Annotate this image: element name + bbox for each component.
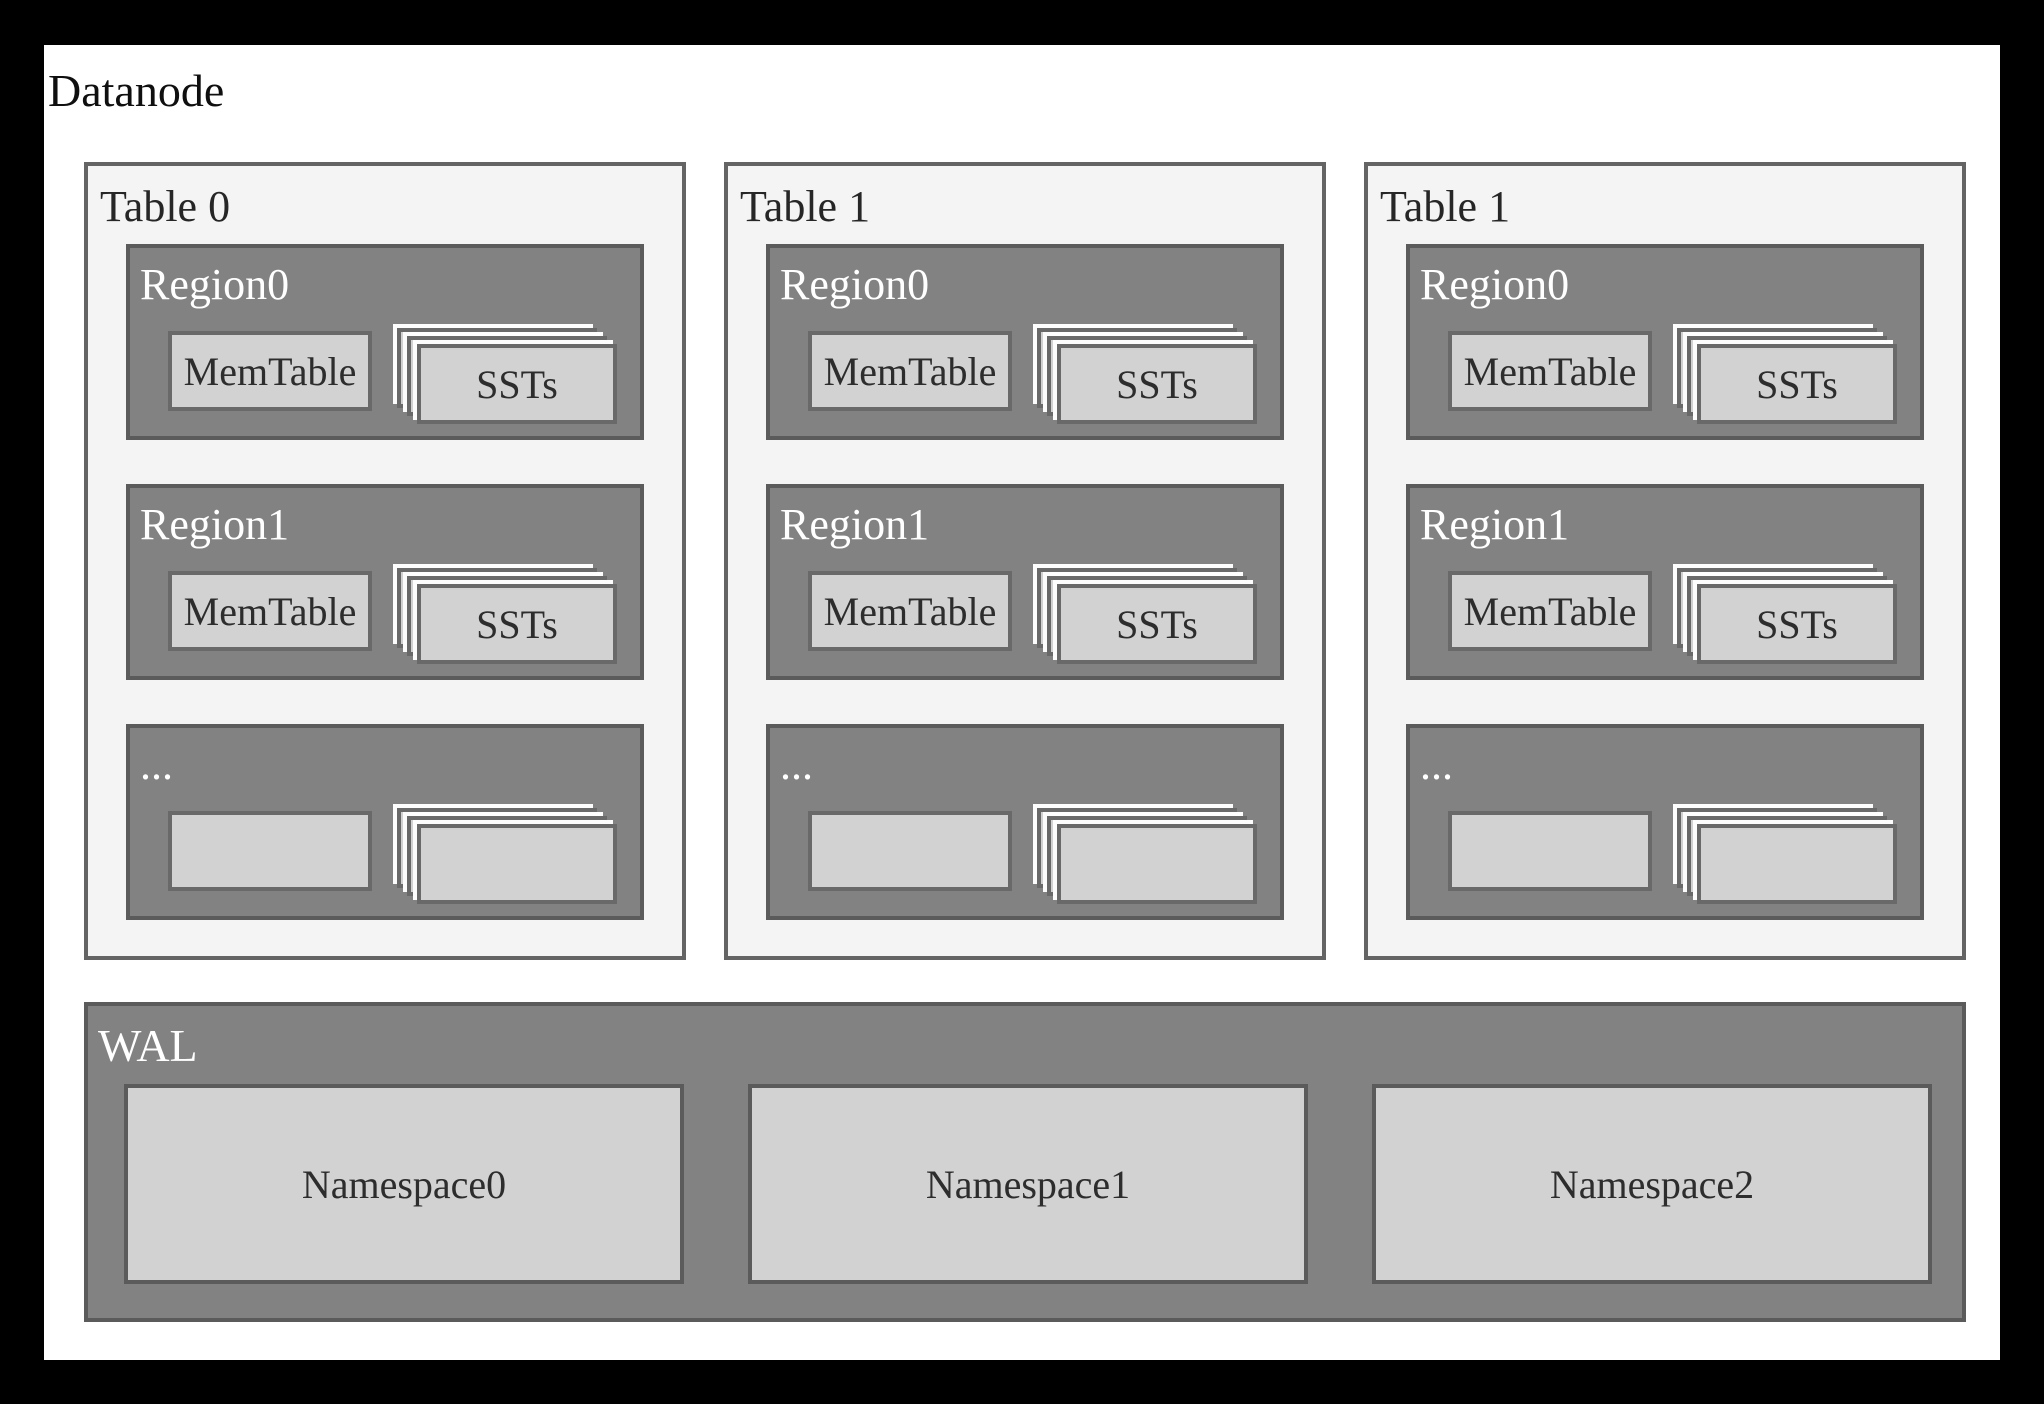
namespace-box: Namespace1: [748, 1084, 1308, 1284]
ssts-stack: SSTs: [1037, 568, 1258, 666]
ssts-box: SSTs: [1697, 584, 1897, 664]
memtable-box: MemTable: [1448, 331, 1652, 411]
region-box: Region0 MemTable SSTs: [766, 244, 1284, 440]
table-box: Table 0 Region0 MemTable SSTs Region1 Me…: [84, 162, 686, 960]
ssts-stack: SSTs: [1037, 328, 1258, 426]
region-box: ...: [1406, 724, 1924, 920]
table-box: Table 1 Region0 MemTable SSTs Region1 Me…: [724, 162, 1326, 960]
namespace-box: Namespace0: [124, 1084, 684, 1284]
ssts-stack: [1677, 808, 1898, 906]
ssts-stack: SSTs: [1677, 568, 1898, 666]
region-box: Region0 MemTable SSTs: [126, 244, 644, 440]
memtable-box: MemTable: [1448, 571, 1652, 651]
memtable-box: MemTable: [168, 571, 372, 651]
region-box: Region1 MemTable SSTs: [126, 484, 644, 680]
region-box: Region0 MemTable SSTs: [1406, 244, 1924, 440]
region-box: Region1 MemTable SSTs: [766, 484, 1284, 680]
ssts-stack: [397, 808, 618, 906]
region-label: Region0: [780, 260, 930, 309]
ssts-stack: SSTs: [397, 568, 618, 666]
ssts-box: SSTs: [1697, 344, 1897, 424]
ssts-box: SSTs: [417, 344, 617, 424]
namespace-box: Namespace2: [1372, 1084, 1932, 1284]
region-label: ...: [780, 740, 813, 789]
ssts-stack: [1037, 808, 1258, 906]
memtable-box: MemTable: [168, 331, 372, 411]
memtable-box: MemTable: [808, 331, 1012, 411]
ssts-box: SSTs: [417, 584, 617, 664]
table-box: Table 1 Region0 MemTable SSTs Region1 Me…: [1364, 162, 1966, 960]
memtable-box: [808, 811, 1012, 891]
region-label: ...: [140, 740, 173, 789]
ssts-box: SSTs: [1057, 584, 1257, 664]
region-label: ...: [1420, 740, 1453, 789]
wal-namespaces-row: Namespace0 Namespace1 Namespace2: [124, 1084, 1932, 1284]
memtable-box: [1448, 811, 1652, 891]
region-label: Region1: [140, 500, 290, 549]
page-title: Datanode: [48, 65, 225, 116]
wal-panel: WAL Namespace0 Namespace1 Namespace2: [84, 1002, 1966, 1322]
ssts-stack: SSTs: [397, 328, 618, 426]
ssts-box: [1057, 824, 1257, 904]
ssts-stack: SSTs: [1677, 328, 1898, 426]
ssts-box: SSTs: [1057, 344, 1257, 424]
table-label: Table 1: [1380, 182, 1511, 231]
memtable-box: MemTable: [808, 571, 1012, 651]
region-label: Region0: [140, 260, 290, 309]
ssts-box: [1697, 824, 1897, 904]
region-box: Region1 MemTable SSTs: [1406, 484, 1924, 680]
region-box: ...: [766, 724, 1284, 920]
datanode-panel: Datanode Table 0 Region0 MemTable SSTs R…: [44, 45, 2000, 1360]
table-label: Table 1: [740, 182, 871, 231]
memtable-box: [168, 811, 372, 891]
region-box: ...: [126, 724, 644, 920]
table-label: Table 0: [100, 182, 231, 231]
wal-label: WAL: [98, 1020, 198, 1071]
tables-row: Table 0 Region0 MemTable SSTs Region1 Me…: [84, 162, 1966, 960]
region-label: Region1: [780, 500, 930, 549]
region-label: Region0: [1420, 260, 1570, 309]
region-label: Region1: [1420, 500, 1570, 549]
ssts-box: [417, 824, 617, 904]
